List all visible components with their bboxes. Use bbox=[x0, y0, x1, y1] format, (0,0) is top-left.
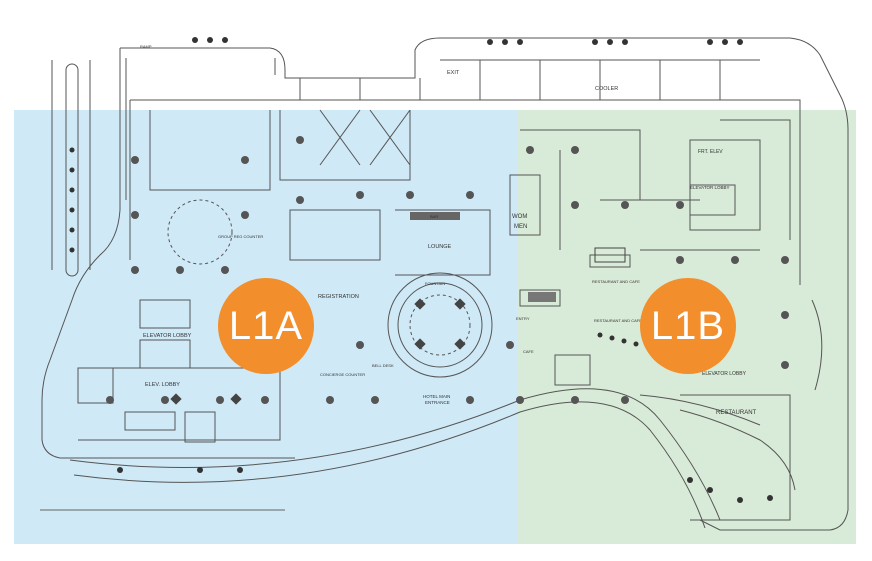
label-elevator-lobby-c: ELEVATOR LOBBY bbox=[702, 371, 747, 377]
label-elevator-lobby-a: ELEVATOR LOBBY bbox=[143, 333, 192, 339]
label-bell-desk: BELL DESK bbox=[372, 363, 394, 368]
label-men: MEN bbox=[514, 224, 527, 230]
label-cafe: CAFE bbox=[523, 349, 534, 354]
label-bar: BAR bbox=[430, 214, 438, 219]
zone-badge-l1a[interactable]: L1A bbox=[218, 278, 314, 374]
label-entrance: ENTRANCE bbox=[425, 400, 450, 405]
label-elev-lobby: ELEV. LOBBY bbox=[145, 382, 180, 388]
label-wom: WOM bbox=[512, 214, 527, 220]
label-fountain: FOUNTAIN bbox=[425, 281, 445, 286]
label-group-reg-counter: GROUP REG COUNTER bbox=[218, 234, 263, 239]
label-concierge-counter: CONCIERGE COUNTER bbox=[320, 372, 365, 377]
building-outline bbox=[120, 37, 849, 531]
label-lounge: LOUNGE bbox=[428, 244, 452, 250]
label-restaurant-cafe-1: RESTAURANT AND CAFE bbox=[592, 279, 640, 284]
label-ramp: RAMP bbox=[140, 44, 152, 49]
label-restaurant: RESTAURANT bbox=[716, 410, 757, 416]
label-exit: EXIT bbox=[447, 70, 460, 76]
label-elevator-lobby-b: ELEVATOR LOBBY bbox=[690, 185, 730, 190]
label-registration: REGISTRATION bbox=[318, 294, 359, 300]
label-restaurant-cafe-2: RESTAURANT AND CAFE bbox=[594, 318, 642, 323]
label-frt-elev: FRT. ELEV bbox=[698, 149, 723, 155]
label-entry: ENTRY bbox=[516, 316, 530, 321]
zone-badge-l1b[interactable]: L1B bbox=[640, 278, 736, 374]
label-hotel-main: HOTEL MAIN bbox=[423, 394, 450, 399]
label-cooler: COOLER bbox=[595, 86, 618, 92]
